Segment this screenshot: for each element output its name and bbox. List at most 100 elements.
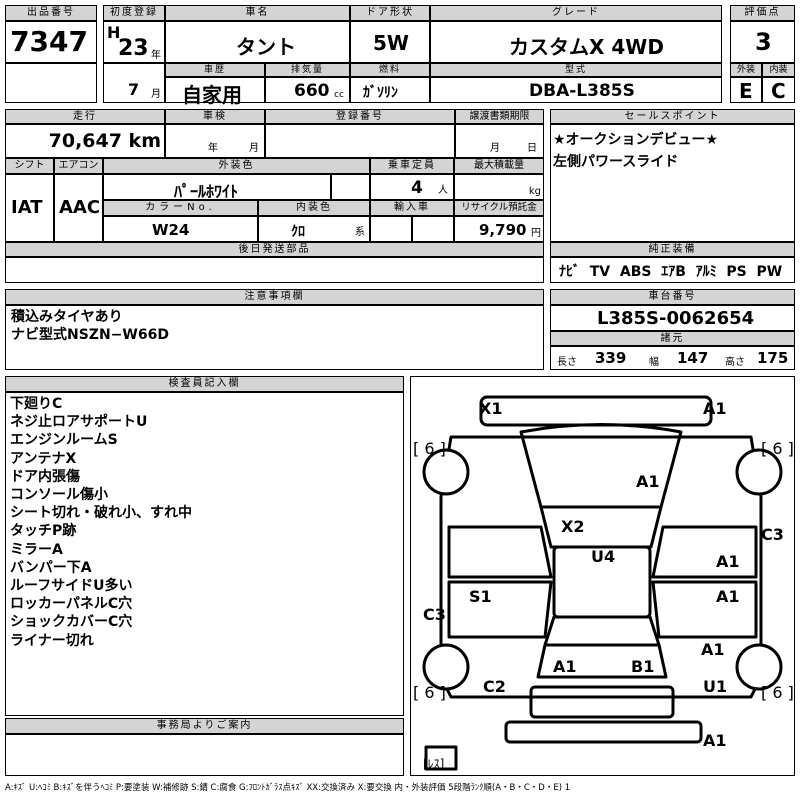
ext-header: 外装 (730, 63, 762, 77)
front-bumper (479, 395, 713, 427)
int-cell: C (762, 77, 795, 103)
inspector-line-2: ネジ止ロアサポートU (10, 414, 148, 431)
car-name-cell: タント (165, 21, 350, 63)
hood (519, 423, 683, 509)
inspector-line-11: ルーフサイドU多い (10, 578, 133, 595)
lot-number: 7347 (10, 25, 88, 58)
notes-header: 注意事項欄 (5, 289, 544, 305)
history: 自家用 (182, 83, 242, 107)
color-header: 外装色 (103, 158, 370, 174)
fuel-header: 燃料 (350, 63, 430, 77)
code-spare: [ﾚｽ] (423, 757, 445, 771)
max-load-header: 最大積載量 (454, 158, 544, 174)
car-name-header: 車名 (165, 5, 350, 21)
code-rear-right: B1 (631, 657, 655, 676)
wheel-rl (422, 643, 470, 691)
car-diagram: X1 A1 [ 6 ] [ 6 ] A1 X2 U4 C3 A1 A1 S1 C… (410, 376, 795, 776)
int-color-unit: 系 (355, 227, 365, 238)
max-load-cell: kg (454, 174, 544, 200)
code-left-rocker: C3 (423, 605, 446, 624)
code-right-rear-door: A1 (716, 587, 740, 606)
code-right-upper: C3 (761, 525, 784, 544)
transfer-month-unit: 月 (490, 143, 500, 154)
int-color: ｸﾛ (291, 224, 305, 240)
lot-header: 出品番号 (5, 5, 97, 21)
shift-cell: IAT (5, 174, 54, 242)
code-left-side: S1 (469, 587, 492, 606)
code-roof: U4 (591, 547, 616, 566)
int-grade: C (771, 79, 786, 103)
inspector-line-4: アンテナX (10, 450, 77, 467)
grade-header: グレード (430, 5, 722, 21)
capacity-header: 乗車定員 (370, 158, 454, 174)
fuel-cell: ｶﾞｿﾘﾝ (350, 77, 430, 103)
inspector-line-12: ロッカーパネルC穴 (10, 596, 133, 613)
score-header: 評価点 (730, 5, 795, 21)
length-label: 長さ (557, 357, 577, 368)
transfer-header: 譲渡書類期限 (455, 109, 544, 124)
reg-no-header: 登録番号 (265, 109, 455, 124)
specs-cell: 長さ 339 幅 147 高さ 175 (550, 346, 795, 370)
office-header: 事務局よりご案内 (5, 718, 404, 734)
notes-cell: 積込みタイヤあり ナビ型式NSZN−W66D (5, 305, 544, 370)
inspector-line-1: 下廻りC (10, 396, 63, 412)
length: 339 (595, 349, 627, 367)
int-color-cell: ｸﾛ 系 (258, 216, 370, 242)
model-cell: DBA-L385S (430, 77, 722, 103)
inspection-year-unit: 年 (208, 143, 218, 154)
reg-no-cell (265, 124, 455, 158)
mileage-header: 走行 (5, 109, 165, 124)
inspector-line-9: ミラーA (10, 541, 63, 558)
grade-cell: カスタムX 4WD (430, 21, 722, 63)
first-reg-cell: H 23 年 (103, 21, 165, 63)
rear-bumper-lower (504, 720, 703, 744)
spare-box (424, 745, 458, 771)
height-label: 高さ (725, 357, 745, 368)
windshield (539, 505, 663, 549)
code-tire-rr: [ 6 ] (761, 683, 794, 702)
door-header: ドア形状 (350, 5, 430, 21)
inspector-line-7: シート切れ・破れ小、すれ中 (10, 505, 192, 522)
code-right-quarter: A1 (701, 640, 725, 659)
left-front-door (447, 525, 553, 579)
inspector-line-3: エンジンルームS (10, 432, 118, 449)
history-header: 車歴 (165, 63, 265, 77)
recycle-unit: 円 (531, 228, 541, 239)
code-bumper-left: C2 (483, 677, 506, 696)
int-header: 内装 (762, 63, 795, 77)
code-front-right: A1 (703, 399, 727, 418)
code-windshield: X2 (561, 517, 585, 536)
model-code: DBA-L385S (529, 81, 635, 101)
score-cell: 3 (730, 21, 795, 63)
specs-header: 諸元 (550, 331, 795, 346)
chassis-cell: L385S-0062654 (550, 305, 795, 331)
width: 147 (677, 349, 709, 367)
code-tire-fr: [ 6 ] (761, 439, 794, 458)
left-rear-door (447, 580, 553, 639)
inspector-line-14: ライナー切れ (10, 632, 94, 649)
color-no: W24 (152, 221, 190, 239)
reg-month-unit: 月 (151, 89, 161, 100)
wheel-fl (422, 448, 470, 496)
width-label: 幅 (649, 357, 659, 368)
max-load-unit: kg (528, 186, 541, 197)
equipment-header: 純正装備 (550, 242, 795, 257)
shift-header: シフト (5, 158, 54, 174)
reg-month-cell: 7 月 (103, 63, 165, 103)
lot-cell: 7347 (5, 21, 97, 63)
code-right-front-door: A1 (716, 552, 740, 571)
displacement-unit: cc (334, 90, 344, 100)
later-parts-cell (5, 257, 544, 283)
mileage: 70,647 km (48, 130, 161, 152)
later-parts-header: 後日発送部品 (5, 242, 544, 257)
color: ﾊﾟｰﾙﾎﾜｲﾄ (174, 182, 239, 201)
car-name: タント (236, 35, 296, 59)
inspection-month-unit: 月 (249, 143, 259, 154)
grade: カスタムX 4WD (509, 35, 664, 59)
code-tire-fl: [ 6 ] (413, 439, 446, 458)
aircon: AAC (59, 197, 101, 218)
era: H (107, 23, 121, 42)
displacement-cell: 660 cc (265, 77, 350, 103)
color-no-cell: W24 (103, 216, 258, 242)
inspection-header: 車検 (165, 109, 265, 124)
